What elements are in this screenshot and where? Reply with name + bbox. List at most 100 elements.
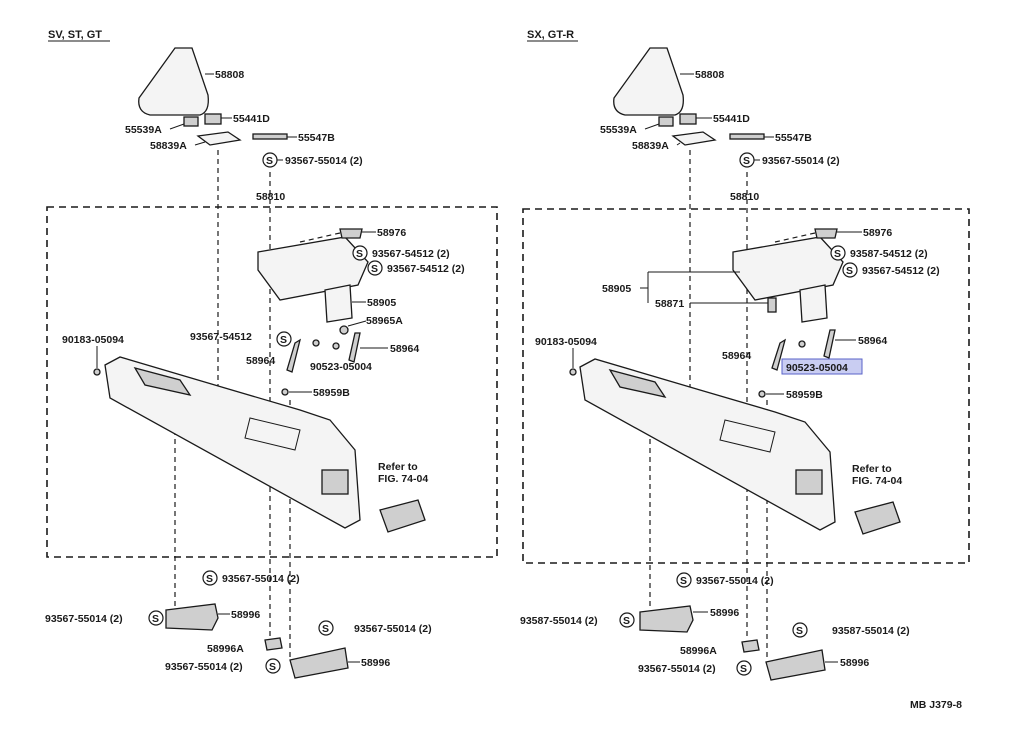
screw-symbol-icon [676, 572, 692, 588]
label-90523-highlighted[interactable]: 90523-05004 [786, 362, 848, 374]
console-side-vent-part [321, 469, 349, 495]
label-screw-b3: 93567-55014 (2) [354, 623, 432, 635]
label-58996-b: 58996 [361, 657, 390, 669]
left-assembly-frame [46, 206, 498, 558]
clip-55539a-part [658, 116, 674, 127]
screw-symbol-icon [736, 660, 752, 676]
label-58964-left: 58964 [246, 355, 275, 367]
shift-boot-part [138, 47, 209, 116]
bracket-58996-a-part [165, 603, 219, 631]
plate-58839a-part [196, 131, 242, 146]
pin-90523-part [312, 339, 320, 347]
right-panel: SX, GT-R 58808 55441D 55539A 58839A 5554… [520, 29, 970, 681]
clip-55539a-part [183, 116, 199, 127]
label-90523: 90523-05004 [310, 361, 372, 373]
label-58808: 58808 [695, 69, 724, 81]
clip-55441d-part [679, 113, 697, 125]
referred-part [379, 499, 426, 533]
screw-symbol-letter: S [356, 248, 363, 260]
label-screw-54512-a: 93587-54512 (2) [850, 248, 928, 260]
label-refer-fig: FIG. 74-04 [378, 473, 428, 485]
armrest-lid-58905-part [732, 236, 844, 301]
strip-55547b-part [729, 133, 765, 140]
screw-90183-part [569, 368, 577, 376]
armrest-hinge-part [324, 284, 353, 323]
label-55547b: 55547B [298, 132, 335, 144]
screw-symbol-letter: S [322, 623, 329, 635]
console-box-opening [719, 419, 776, 453]
label-58871: 58871 [655, 298, 684, 310]
label-58839a: 58839A [632, 140, 669, 152]
clip-58996a-part [741, 639, 760, 653]
shift-boot-part [613, 47, 684, 116]
label-screw-b3: 93587-55014 (2) [832, 625, 910, 637]
stud-58871-part [767, 297, 777, 313]
label-58964-left: 58964 [722, 350, 751, 362]
pin-90523-part [798, 340, 806, 348]
label-58965a: 58965A [366, 315, 403, 327]
bracket-58996-b-part [765, 649, 826, 681]
screw-symbol-letter: S [269, 661, 276, 673]
screw-symbol-letter: S [834, 248, 841, 260]
screw-symbol-letter: S [623, 615, 630, 627]
bracket-58996-b-part [289, 647, 349, 679]
label-58959b: 58959B [313, 387, 350, 399]
screw-symbol-icon [265, 658, 281, 674]
left-panel-title: SV, ST, GT [48, 29, 102, 41]
highlighted-part-box [781, 358, 863, 375]
label-58808: 58808 [215, 69, 244, 81]
console-shift-opening-part [608, 368, 667, 398]
label-58905: 58905 [602, 283, 631, 295]
label-58996-a: 58996 [710, 607, 739, 619]
armrest-hinge-part [799, 284, 828, 323]
label-58976: 58976 [377, 227, 406, 239]
screw-symbol-icon [830, 245, 846, 261]
screw-symbol-icon [619, 612, 635, 628]
plate-58839a-part [671, 131, 717, 146]
pin-58965a-part [339, 325, 349, 335]
screw-symbol-icon [202, 570, 218, 586]
arm-58964-right-part [823, 329, 836, 359]
clip-55441d-part [204, 113, 222, 125]
console-body-part [579, 358, 836, 531]
screw-symbol-icon [318, 620, 334, 636]
arm-58964-left-part [771, 338, 787, 371]
screw-symbol-letter: S [280, 334, 287, 346]
pin-90523-b-part [332, 342, 340, 350]
armrest-lid-58905-part [257, 236, 369, 301]
label-screw-b2: 93587-55014 (2) [520, 615, 598, 627]
label-screw-b1: 93567-55014 (2) [222, 573, 300, 585]
clip-58959b-part [281, 388, 289, 396]
label-55441d: 55441D [233, 113, 270, 125]
label-55547b: 55547B [775, 132, 812, 144]
label-93567-54512: 93567-54512 [190, 331, 252, 343]
label-58810: 58810 [730, 191, 759, 203]
label-58964-right: 58964 [858, 335, 887, 347]
label-screw-b1: 93567-55014 (2) [696, 575, 774, 587]
label-screw-b4: 93567-55014 (2) [165, 661, 243, 673]
arm-58964-left-part [286, 338, 302, 373]
arm-58964-right-part [348, 332, 361, 363]
label-58996a: 58996A [680, 645, 717, 657]
screw-symbol-letter: S [371, 263, 378, 275]
label-90183: 90183-05094 [62, 334, 124, 346]
label-refer-fig: FIG. 74-04 [852, 475, 902, 487]
label-screw-54512-a: 93567-54512 (2) [372, 248, 450, 260]
screw-symbol-letter: S [796, 625, 803, 637]
console-side-vent-part [795, 469, 823, 495]
label-screw-54512-b: 93567-54512 (2) [387, 263, 465, 275]
screw-symbol-letter: S [152, 613, 159, 625]
label-screw-54512-b: 93567-54512 (2) [862, 265, 940, 277]
label-90183: 90183-05094 [535, 336, 597, 348]
label-screw-top: 93567-55014 (2) [285, 155, 363, 167]
screw-symbol-letter: S [743, 155, 750, 167]
screw-symbol-icon [276, 331, 292, 347]
label-58996-b: 58996 [840, 657, 869, 669]
label-screw-b2: 93567-55014 (2) [45, 613, 123, 625]
right-panel-title: SX, GT-R [527, 29, 574, 41]
screw-symbol-icon [792, 622, 808, 638]
label-58839a: 58839A [150, 140, 187, 152]
screw-symbol-letter: S [266, 155, 273, 167]
label-58959b: 58959B [786, 389, 823, 401]
